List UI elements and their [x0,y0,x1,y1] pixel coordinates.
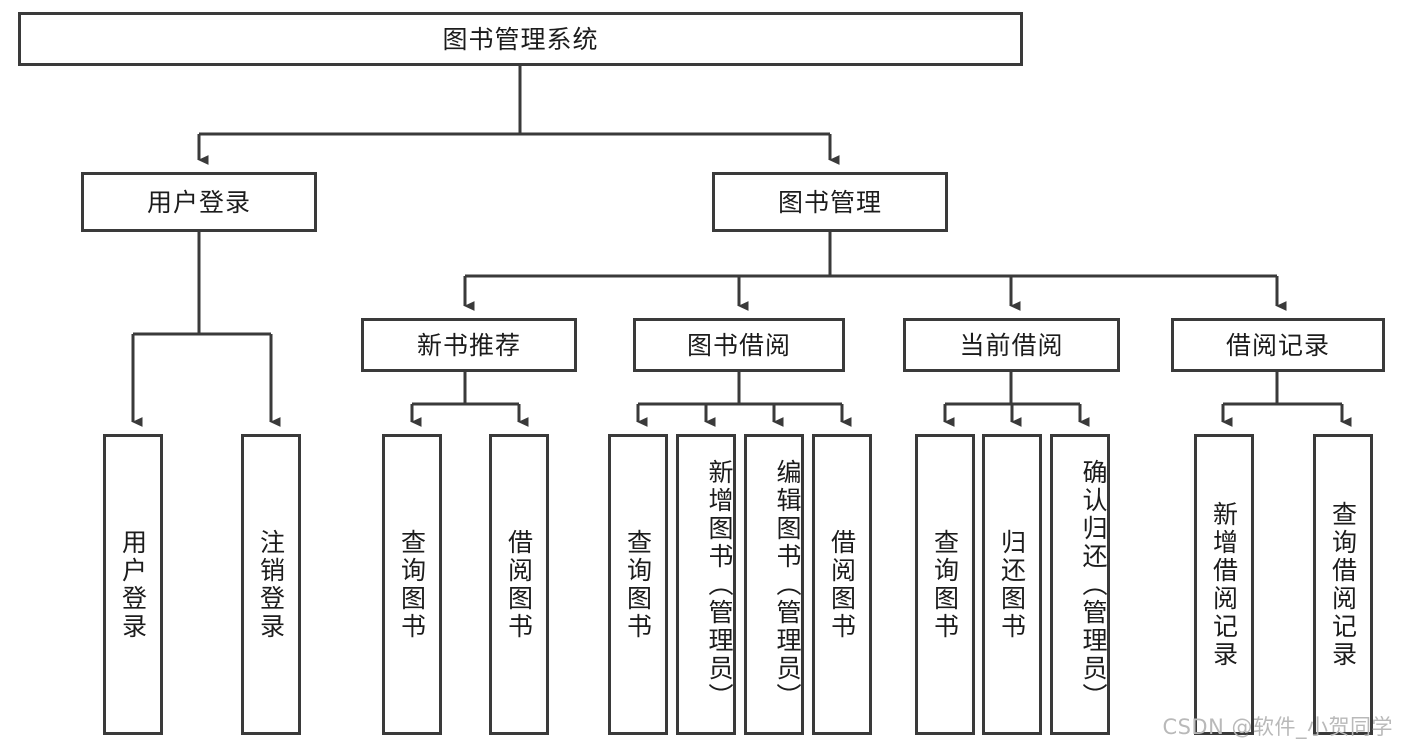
watermark: CSDN @软件_小贺同学 [1162,715,1393,739]
node-book-management[interactable]: 图书管理 [712,172,948,232]
node-book-borrow-label: 图书借阅 [686,330,791,360]
node-leaf-add-book[interactable]: 新增图书（管理员） [676,434,736,735]
node-leaf-logout-label: 注销登录 [256,528,286,641]
node-leaf-user-login[interactable]: 用户登录 [103,434,163,735]
node-leaf-edit-book[interactable]: 编辑图书（管理员） [744,434,804,735]
node-leaf-confirm-return[interactable]: 确认归还（管理员） [1050,434,1110,735]
node-borrow-record[interactable]: 借阅记录 [1171,318,1385,372]
node-leaf-query-book-b-label: 查询图书 [623,528,653,641]
node-leaf-query-book-a[interactable]: 查询图书 [382,434,442,735]
node-leaf-query-book-a-label: 查询图书 [397,528,427,641]
node-leaf-edit-book-label: 编辑图书（管理员） [773,458,802,711]
node-leaf-query-borrow-record[interactable]: 查询借阅记录 [1313,434,1373,735]
node-leaf-borrow-book-b[interactable]: 借阅图书 [812,434,872,735]
node-leaf-return-book-label: 归还图书 [997,528,1027,641]
node-user-login-label: 用户登录 [146,187,251,217]
node-current-borrow[interactable]: 当前借阅 [903,318,1120,372]
node-new-book-recommend[interactable]: 新书推荐 [361,318,577,372]
node-leaf-user-login-label: 用户登录 [118,528,148,641]
node-leaf-borrow-book-a-label: 借阅图书 [504,528,534,641]
node-leaf-return-book[interactable]: 归还图书 [982,434,1042,735]
node-root-label: 图书管理系统 [442,24,599,54]
node-leaf-add-book-label: 新增图书（管理员） [705,458,734,711]
node-leaf-query-borrow-record-label: 查询借阅记录 [1328,500,1358,669]
node-leaf-confirm-return-label: 确认归还（管理员） [1079,458,1108,711]
node-user-login[interactable]: 用户登录 [81,172,317,232]
node-book-management-label: 图书管理 [777,187,882,217]
node-book-borrow[interactable]: 图书借阅 [633,318,845,372]
node-leaf-add-borrow-record[interactable]: 新增借阅记录 [1194,434,1254,735]
node-leaf-add-borrow-record-label: 新增借阅记录 [1209,500,1239,669]
node-leaf-logout[interactable]: 注销登录 [241,434,301,735]
node-leaf-borrow-book-a[interactable]: 借阅图书 [489,434,549,735]
node-leaf-query-book-c[interactable]: 查询图书 [915,434,975,735]
node-current-borrow-label: 当前借阅 [959,330,1064,360]
node-leaf-query-book-b[interactable]: 查询图书 [608,434,668,735]
node-borrow-record-label: 借阅记录 [1225,330,1330,360]
node-leaf-query-book-c-label: 查询图书 [930,528,960,641]
node-new-book-recommend-label: 新书推荐 [416,330,521,360]
node-leaf-borrow-book-b-label: 借阅图书 [827,528,857,641]
node-root[interactable]: 图书管理系统 [18,12,1023,66]
